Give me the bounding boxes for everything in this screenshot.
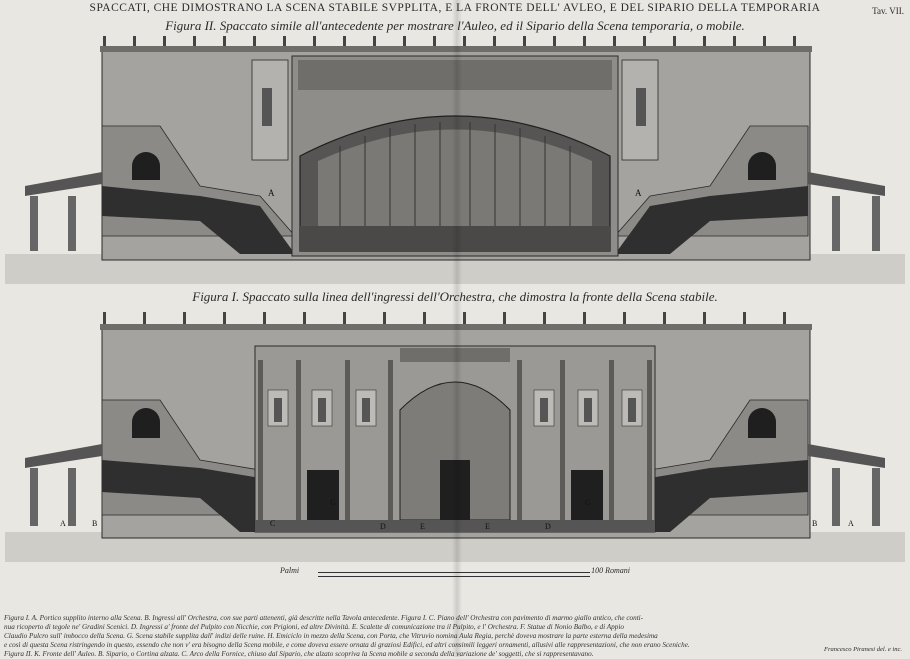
label-c1: C — [270, 519, 275, 528]
label-a-right: A — [635, 188, 642, 198]
label-d1: D — [380, 522, 386, 531]
central-inscription-panel — [400, 348, 510, 362]
pulpitum — [255, 520, 655, 532]
legend-line-4: e così di questa Scena ristringendo in q… — [4, 641, 690, 649]
central-hemicycle — [399, 381, 511, 521]
right-niche-statue — [636, 88, 646, 126]
label-g1: G — [330, 498, 336, 507]
figure-1-caption: Figura I. Spaccato sulla linea dell'ingr… — [192, 289, 718, 304]
figure-2-engraving: A A — [0, 36, 910, 286]
left-vault-dark — [102, 186, 295, 254]
left-portico-roof — [25, 172, 102, 196]
scale-left-label: Palmi — [280, 566, 300, 575]
scale-bar-group: Palmi 100 Romani — [280, 562, 630, 586]
engraver-signature: Francesco Piranesi del. e inc. — [824, 646, 902, 653]
left-vault-dark — [102, 460, 295, 532]
figure-2-svg: A A — [5, 36, 905, 284]
right-portico-roof — [808, 444, 885, 468]
label-g2: G — [585, 498, 591, 507]
scale-right-label: 100 Romani — [591, 566, 630, 575]
legend-line-3: Claudio Pulcro sull' imbocco della Scena… — [4, 632, 658, 640]
left-portico-roof — [25, 444, 102, 468]
label-b1: B — [92, 519, 97, 528]
finials — [103, 36, 796, 46]
right-portico-columns — [832, 468, 880, 526]
upper-niches — [267, 389, 643, 427]
left-arch-opening — [132, 408, 160, 438]
label-e2: E — [485, 522, 490, 531]
legend-text: Figura I. A. Portico supplito interno al… — [4, 614, 906, 659]
plate-title: SPACCATI, CHE DIMOSTRANO LA SCENA STABIL… — [89, 2, 821, 14]
left-side-door — [307, 470, 339, 522]
right-arch-opening — [748, 152, 776, 180]
right-vault-dark — [615, 460, 808, 532]
right-arch-opening — [748, 408, 776, 438]
figure-2-caption: Figura II. Spaccato simile all'anteceden… — [165, 18, 745, 33]
label-e1: E — [420, 522, 425, 531]
curtain-folds — [339, 122, 571, 241]
right-portico-roof — [808, 172, 885, 196]
right-portico-columns — [832, 196, 880, 251]
frieze — [298, 60, 612, 90]
label-a2: A — [848, 519, 854, 528]
right-side-door — [571, 470, 603, 522]
left-portico-columns — [30, 196, 76, 251]
scale-bar — [318, 572, 590, 577]
legend-line-2: nua ricoperto di tegole ne' Gradini Scen… — [4, 623, 624, 631]
left-arch-opening — [132, 152, 160, 180]
plate-number: Tav. VII. — [872, 6, 904, 16]
left-portico-columns — [30, 468, 76, 526]
center-fold-shadow — [452, 0, 462, 657]
cornice — [100, 46, 812, 52]
label-a1: A — [60, 519, 66, 528]
figure-1-svg: A B C G D E E D G B A — [5, 312, 905, 562]
label-a-left: A — [268, 188, 275, 198]
sipario-curtain — [318, 129, 592, 248]
label-d2: D — [545, 522, 551, 531]
legend-line-5: Figura II. K. Fronte dell' Auleo. B. Sip… — [4, 650, 594, 658]
columns-scaenae — [258, 360, 652, 525]
stage-base — [300, 226, 610, 251]
figure-1-engraving: A B C G D E E D G B A — [0, 310, 910, 572]
aula-regia-door — [440, 460, 470, 520]
right-vault-dark — [615, 186, 808, 254]
finials — [103, 312, 786, 324]
legend-line-1: Figura I. A. Portico supplito interno al… — [4, 614, 644, 622]
cornice — [100, 324, 812, 330]
left-niche-statue — [262, 88, 272, 126]
label-b2: B — [812, 519, 817, 528]
